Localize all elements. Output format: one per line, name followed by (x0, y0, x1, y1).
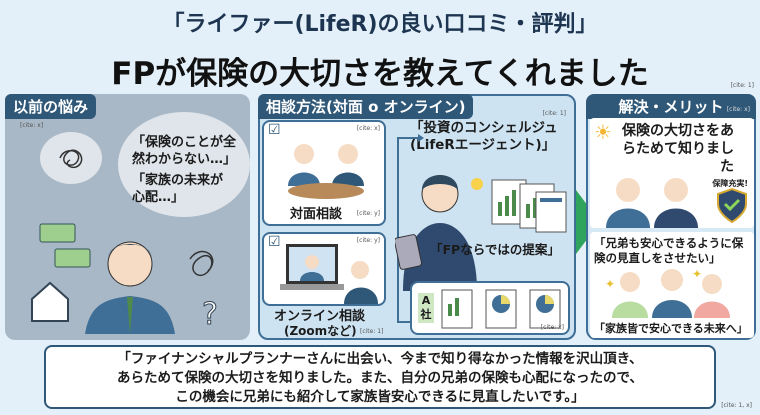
meeting-illustration (288, 144, 364, 199)
comparison-docs-icon (441, 289, 561, 329)
benefit-text: 保険の大切さをあらためて知りました (622, 123, 734, 175)
money-icon (54, 248, 91, 268)
checkbox-icon: ☑ (268, 122, 281, 138)
comparison-card: A社 [cite: x] (410, 281, 570, 335)
page-title: FPが保険の大切さを教えてくれました (111, 56, 649, 92)
cite: [cite: 1, x] (721, 402, 752, 409)
laptop-illustration (280, 244, 378, 304)
worry-quote-1: 「保険のことが全然わからない…」 (132, 135, 237, 167)
speech-bubble: 「保険のことが全然わからない…」 「家族の未来が心配…」 (118, 112, 250, 217)
checkbox-icon: ☑ (268, 234, 281, 250)
face-to-face-label: 対面相談 (290, 207, 343, 222)
cite: [cite: 1] (360, 328, 384, 335)
worry-quote-2: 「家族の未来が心配…」 (132, 173, 224, 205)
online-label: オンライン相談 (274, 309, 366, 324)
worries-panel: 以前の悩み [cite: x] 「保険のことが全然わからない…」 「家族の未来が… (5, 94, 250, 340)
family-card: 「兄弟も安心できるように保険の見直しをさせたい」 ✦✦ 「家族皆で安心できる未来… (590, 232, 754, 338)
solution-panel: 解決・メリット [cite: x] ☀ 保険の大切さをあらためて知りました 保障… (586, 94, 756, 340)
house-icon (31, 281, 69, 322)
concierge-title: 「投資のコンシェルジュ(LifeRエージェント)」 (410, 120, 558, 153)
sibling-quote: 「兄弟も安心できるように保険の見直しをさせたい」 (594, 236, 744, 265)
cite: [cite: x] (20, 122, 44, 129)
solution-tag: 解決・メリット (586, 94, 756, 119)
online-card: ☑ [cite: y] (262, 232, 386, 306)
proposal-label: 「FPならではの提案」 (430, 242, 560, 257)
cite: [cite: x] (356, 125, 380, 132)
svg-text:✦: ✦ (605, 277, 615, 291)
cite: [cite: x] (726, 106, 750, 113)
benefit-card: ☀ 保険の大切さをあらためて知りました 保障充実! (590, 118, 754, 228)
testimonial-line-3: この機会に兄弟にも紹介して家族皆安心できるに見直したいです。」 (175, 389, 585, 405)
consultation-panel: 相談方法(対面 o オンライン) [cite: 1] ☑ [cite: x] 対… (258, 94, 576, 340)
documents-icon (491, 179, 567, 233)
cite: [cite: 1] (542, 110, 566, 117)
question-icon: ? (202, 297, 218, 332)
money-icon (39, 223, 76, 243)
sun-icon: ☀ (594, 120, 612, 144)
happy-men-illustration (606, 178, 747, 228)
coverage-badge-text: 保障充実! (712, 179, 748, 188)
company-label: A社 (418, 293, 434, 323)
title-line1: 「ライファー(LifeR)の良い口コミ・評判」 (162, 12, 598, 37)
cite: [cite: y] (356, 210, 380, 217)
face-to-face-card: ☑ [cite: x] 対面相談 [cite: y] (262, 120, 386, 226)
cite: [cite: y] (356, 237, 380, 244)
online-sublabel: (Zoomなど) (284, 324, 357, 338)
svg-text:✦: ✦ (692, 268, 702, 281)
consultation-tag: 相談方法(対面 o オンライン) (258, 94, 474, 119)
testimonial-line-2: あらためて保険の大切さを知りました。また、自分の兄弟の保険も心配になったので、 (117, 370, 643, 386)
worries-tag: 以前の悩み (5, 94, 97, 119)
testimonial-box: 「ファイナンシャルプランナーさんに出会い、今まで知り得なかった情報を沢山頂き、 … (44, 345, 716, 409)
cite: [cite: x] (540, 324, 564, 331)
agent-illustration (395, 175, 483, 291)
lightbulb-icon (471, 178, 483, 190)
thought-bubble-icon (40, 132, 102, 184)
cite: [cite: 1] (730, 82, 754, 89)
worried-man-illustration: ? (31, 223, 218, 334)
family-illustration: ✦✦ (605, 268, 730, 318)
testimonial-line-1: 「ファイナンシャルプランナーさんに出会い、今まで知り得なかった情報を沢山頂き、 (117, 351, 643, 367)
family-quote: 「家族皆で安心できる未来へ」 (594, 322, 748, 335)
